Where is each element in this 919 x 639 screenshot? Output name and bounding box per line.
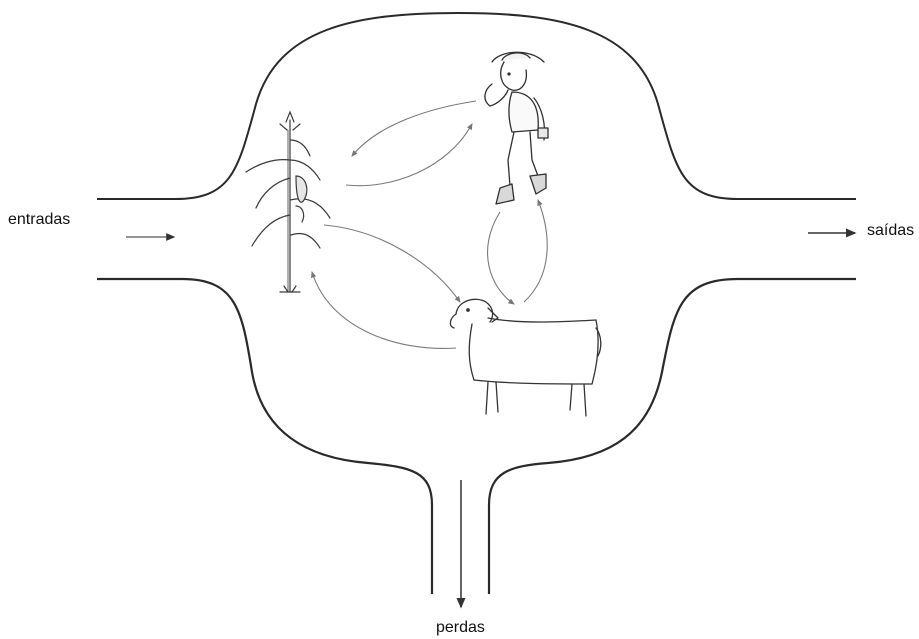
inputs-label: entradas xyxy=(8,211,70,229)
sheep-icon xyxy=(450,299,600,416)
corn-plant-icon xyxy=(246,112,330,292)
cycle-arrow-crop-to-sheep xyxy=(324,225,460,302)
cycle-arrow-sheep-to-crop xyxy=(312,272,456,348)
system-boundary-bottom-left xyxy=(97,279,432,594)
system-boundary-bottom-right xyxy=(489,279,856,594)
system-boundary-top xyxy=(97,13,856,199)
cycle-arrow-sheep-to-farmer xyxy=(524,200,547,302)
farmer-icon xyxy=(485,52,548,204)
cycle-arrow-farmer-to-crop xyxy=(352,101,476,156)
outputs-label: saídas xyxy=(867,222,914,240)
cycle-arrow-farmer-to-sheep xyxy=(488,212,514,304)
losses-label: perdas xyxy=(436,619,485,637)
cycle-arrow-crop-to-farmer xyxy=(346,124,472,186)
